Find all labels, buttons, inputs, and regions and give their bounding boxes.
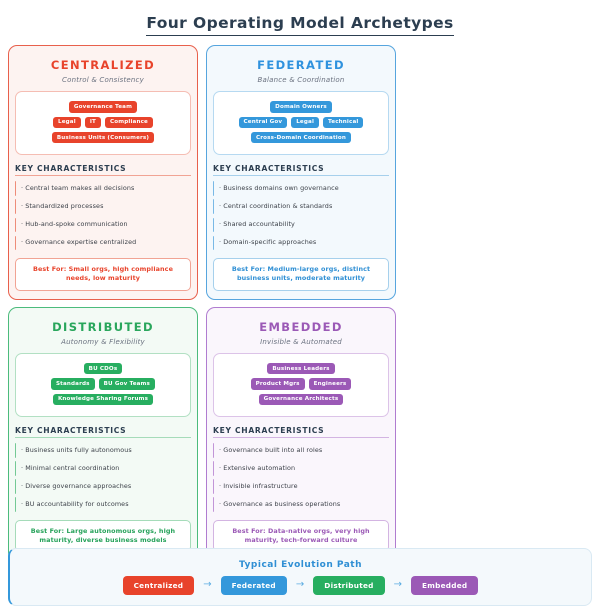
arrow-right-icon: → [393, 579, 403, 590]
structure-row: Governance Team [68, 101, 138, 113]
structure-node: Legal [53, 116, 81, 129]
best-for-note: Best For: Data-native orgs, very high ma… [213, 519, 389, 553]
evolution-step-distributed: Distributed [313, 575, 385, 595]
structure-node: Central Gov [238, 116, 288, 129]
best-for-note: Best For: Large autonomous orgs, high ma… [15, 519, 191, 553]
structure-row: Business Units (Consumers) [51, 132, 155, 144]
page-title: Four Operating Model Archetypes [146, 14, 454, 36]
key-characteristics-list: · Central team makes all decisions · Stan… [15, 181, 191, 251]
list-item: · Invisible infrastructure [213, 479, 389, 494]
list-item: · Shared accountability [213, 217, 389, 233]
list-item: · Standardized processes [15, 199, 191, 215]
key-characteristics-list: · Business domains own governance · Centr… [213, 181, 389, 251]
key-characteristics-heading: KEY CHARACTERISTICS [15, 426, 191, 439]
title-container: Four Operating Model Archetypes [0, 0, 600, 36]
card-title: CENTRALIZED [50, 58, 156, 72]
key-characteristics-list: · Governance built into all roles · Exten… [213, 443, 389, 512]
structure-node: Domain Owners [270, 101, 332, 113]
evolution-step-centralized: Centralized [122, 575, 195, 595]
card-subtitle: Balance & Coordination [257, 75, 345, 84]
structure-node: Governance Team [68, 101, 138, 113]
key-characteristics-heading: KEY CHARACTERISTICS [15, 164, 191, 177]
structure-row: Business Leaders [267, 363, 335, 375]
arrow-right-icon: → [203, 579, 212, 590]
structure-node: IT [84, 116, 102, 129]
structure-node: Knowledge Sharing Forums [52, 393, 154, 406]
structure-node: Business Units (Consumers) [51, 132, 155, 144]
evolution-path-panel: Typical Evolution Path Centralized → Feder… [8, 548, 592, 606]
list-item: · Domain-specific approaches [213, 235, 389, 251]
arrow-right-icon: → [295, 579, 305, 590]
evolution-path-steps: Centralized → Federated → Distributed → Embedd… [122, 575, 479, 595]
list-item: · Governance as business operations [213, 497, 389, 512]
structure-node: Business Leaders [267, 363, 335, 375]
key-characteristics-list: · Business units fully autonomous · Minim… [15, 443, 191, 512]
evolution-step-federated: Federated [220, 575, 287, 595]
list-item: · Business units fully autonomous [15, 443, 191, 458]
structure-node: Product Mgrs [250, 378, 305, 390]
list-item: · Business domains own governance [213, 181, 389, 196]
structure-node: Legal [291, 116, 320, 129]
list-item: · Central team makes all decisions [15, 181, 191, 196]
key-characteristics-heading: KEY CHARACTERISTICS [213, 426, 389, 439]
list-item: · Governance expertise centralized [15, 235, 191, 251]
structure-node: Compliance [105, 116, 153, 129]
structure-row: BU CDOs [83, 363, 123, 375]
structure-node: BU CDOs [83, 363, 123, 375]
list-item: · Minimal central coordination [15, 461, 191, 476]
key-characteristics-heading: KEY CHARACTERISTICS [213, 164, 389, 177]
list-item: · Diverse governance approaches [15, 479, 191, 494]
structure-row: Governance Architects [258, 393, 344, 406]
archetype-card-distributed: DISTRIBUTED Autonomy & Flexibility BU CDOs… [8, 306, 198, 562]
card-title: DISTRIBUTED [52, 319, 154, 334]
card-subtitle: Invisible & Automated [260, 337, 342, 346]
card-title: EMBEDDED [259, 319, 343, 334]
list-item: · Governance built into all roles [213, 443, 389, 458]
list-item: · Hub-and-spoke communication [15, 217, 191, 233]
best-for-note: Best For: Medium-large orgs, distinct bu… [213, 258, 389, 291]
card-subtitle: Control & Consistency [62, 75, 144, 84]
best-for-note: Best For: Small orgs, high compliance ne… [15, 258, 191, 291]
structure-node: Technical [323, 116, 364, 129]
structure-node: Standards [50, 378, 95, 390]
evolution-path-title: Typical Evolution Path [238, 559, 363, 570]
card-subtitle: Autonomy & Flexibility [61, 337, 145, 346]
list-item: · Central coordination & standards [213, 199, 389, 215]
structure-node: Engineers [308, 378, 352, 390]
structure-node: Governance Architects [258, 393, 344, 406]
list-item: · BU accountability for outcomes [15, 497, 191, 512]
card-title: FEDERATED [257, 58, 345, 72]
evolution-step-embedded: Embedded [411, 575, 479, 595]
list-item: · Extensive automation [213, 461, 389, 476]
structure-node: BU Gov Teams [98, 378, 156, 390]
structure-row: Knowledge Sharing Forums [52, 393, 154, 406]
structure-node: Cross-Domain Coordination [250, 132, 352, 144]
structure-row: Cross-Domain Coordination [250, 132, 352, 144]
structure-row: Domain Owners [270, 101, 332, 113]
